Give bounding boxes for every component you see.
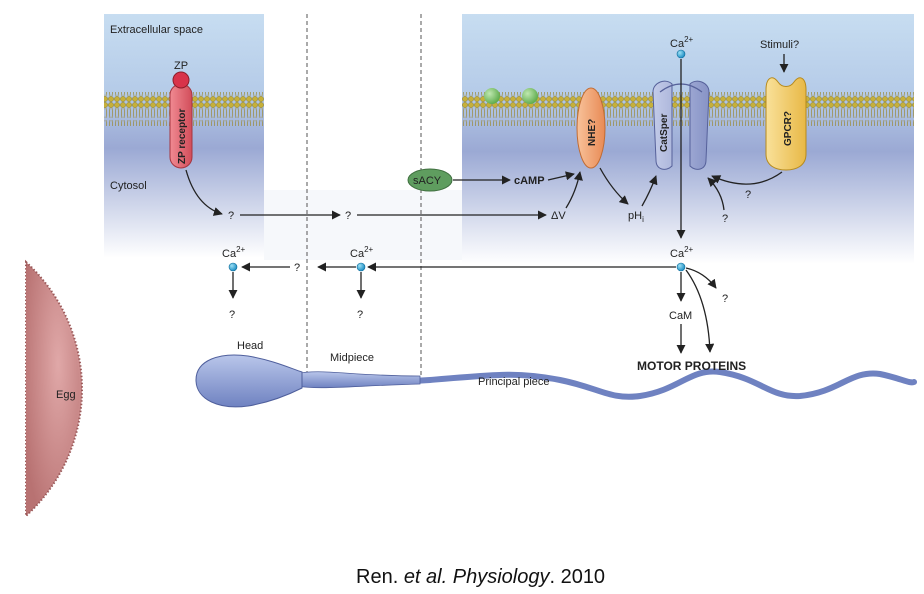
ca-top-label: Ca2+ — [670, 35, 694, 50]
arrow-ca-motor — [685, 269, 715, 353]
sperm-head — [195, 354, 303, 408]
egg-body — [26, 266, 80, 512]
citation: Ren. et al. Physiology. 2010 — [356, 566, 605, 589]
q-ca-head: ? — [229, 309, 235, 321]
midpiece-label: Midpiece — [330, 352, 374, 364]
delta-v-label: ΔV — [551, 210, 566, 222]
ca-mid-label: Ca2+ — [350, 245, 374, 260]
ca-right-ion — [676, 262, 686, 272]
arrow-q-catsper — [707, 177, 725, 211]
principal-piece-label: Principal piece — [478, 376, 550, 388]
sperm-midpiece — [295, 371, 421, 389]
arrow-ca-right-q — [685, 267, 717, 289]
sacy-label: sACY — [413, 175, 442, 187]
citation-etal: et al. — [403, 566, 448, 588]
q-gpcr: ? — [745, 189, 751, 201]
zp-label: ZP — [174, 60, 188, 72]
stimuli-label: Stimuli? — [760, 39, 799, 51]
nhe-label: NHE? — [587, 119, 598, 146]
q-after-zp: ? — [228, 210, 234, 222]
ca-top-ion — [676, 49, 686, 59]
arrow-phi-catsper — [641, 175, 658, 207]
sacy-enzyme — [407, 168, 453, 192]
zp-receptor-label: ZP receptor — [177, 109, 188, 164]
arrow-camp-nhe — [547, 171, 575, 181]
gpcr-label: GPCR? — [783, 111, 794, 146]
bead-2 — [522, 88, 538, 104]
arrow-gpcr-catsper — [711, 171, 783, 185]
camp-label: cAMP — [514, 175, 545, 187]
citation-journal: Physiology — [452, 566, 550, 588]
citation-year: . 2010 — [549, 566, 606, 588]
ca-head-ion — [228, 262, 238, 272]
catsper-channel — [652, 80, 710, 170]
citation-authors: Ren. — [356, 566, 404, 588]
extracellular-label: Extracellular space — [110, 24, 203, 36]
q-catsper: ? — [722, 213, 728, 225]
middle-panel — [264, 190, 462, 260]
phi-label: pHi — [628, 210, 644, 224]
right-panel — [462, 14, 914, 264]
q-ca-mid: ? — [357, 309, 363, 321]
ca-mid-ion — [356, 262, 366, 272]
sperm-tail — [297, 368, 917, 400]
q-ca-right: ? — [722, 293, 728, 305]
bead-1 — [484, 88, 500, 104]
egg-label: Egg — [56, 389, 76, 401]
cam-label: CaM — [669, 310, 692, 322]
arrow-zp-q — [185, 169, 223, 216]
head-label: Head — [237, 340, 263, 352]
ca-head-label: Ca2+ — [222, 245, 246, 260]
q-between: ? — [294, 262, 300, 274]
ca-right-label: Ca2+ — [670, 245, 694, 260]
catsper-label: CatSper — [659, 114, 670, 152]
arrow-dv-nhe — [565, 171, 583, 209]
motor-proteins-label: MOTOR PROTEINS — [637, 359, 746, 373]
arrow-nhe-phi — [599, 167, 629, 205]
gpcr-receptor — [765, 77, 807, 171]
q-mid: ? — [345, 210, 351, 222]
nhe-transporter — [576, 87, 606, 169]
cytosol-label: Cytosol — [110, 180, 147, 192]
zp-ligand — [172, 71, 190, 89]
